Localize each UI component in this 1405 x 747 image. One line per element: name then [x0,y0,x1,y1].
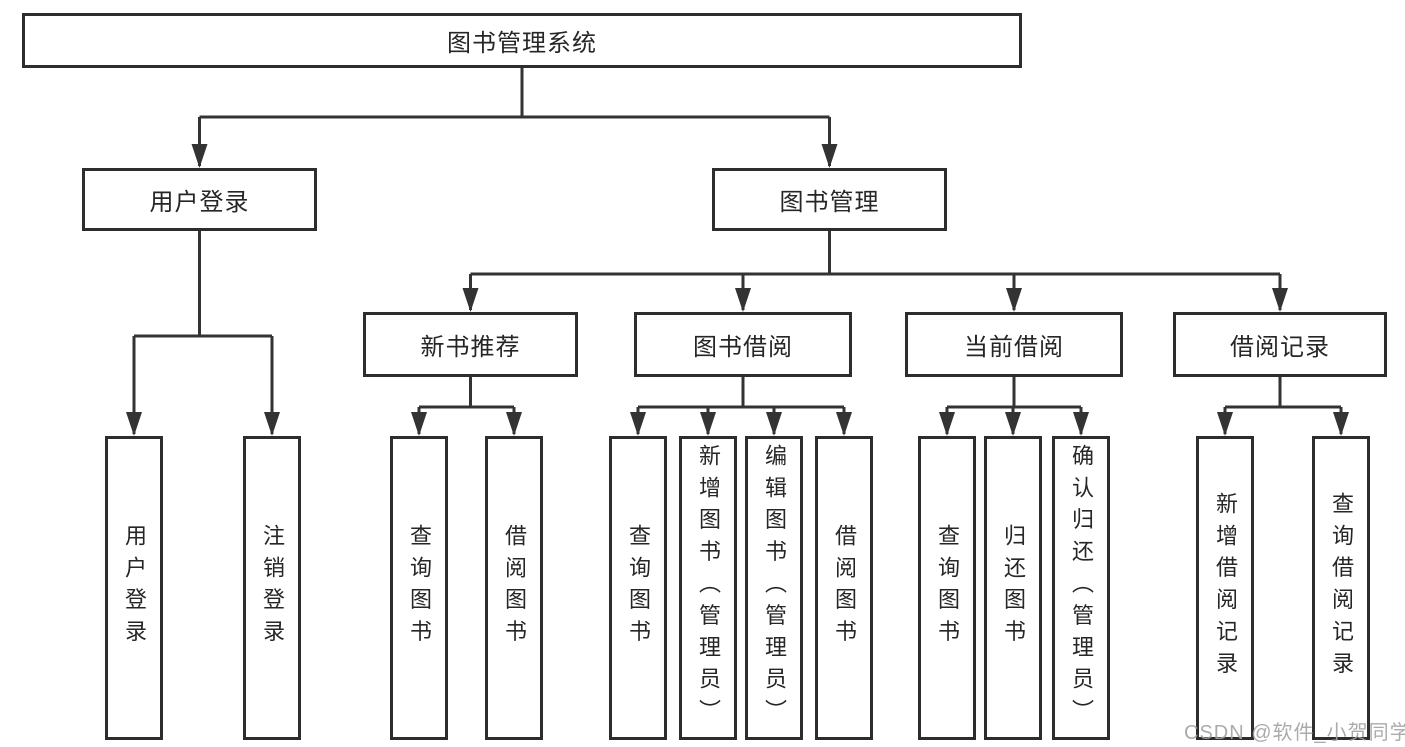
leaf-logout: 注销登录 [243,436,301,740]
leaf-label: 编辑图书（管理员） [762,444,787,732]
leaf-label: 借阅图书 [502,524,527,652]
arrowheads [126,144,1349,436]
leaf-query-book-borrow: 查询图书 [609,436,667,740]
leaf-label: 查询图书 [626,524,651,652]
leaf-query-borrow-record: 查询借阅记录 [1312,436,1370,740]
leaf-label: 确认归还（管理员） [1069,444,1094,732]
leaf-query-book-current: 查询图书 [918,436,976,740]
leaf-borrow-book-recommend: 借阅图书 [485,436,543,740]
leaf-label: 用户登录 [122,524,147,652]
leaf-label: 借阅图书 [832,524,857,652]
node-book-borrow: 图书借阅 [634,312,852,377]
leaf-edit-book-admin: 编辑图书（管理员） [745,436,803,740]
leaf-label: 查询图书 [407,524,432,652]
leaf-label: 查询图书 [935,524,960,652]
leaf-label: 查询借阅记录 [1329,492,1354,684]
leaf-label: 新增借阅记录 [1213,492,1238,684]
leaf-label: 注销登录 [260,524,285,652]
leaf-borrow-book: 借阅图书 [815,436,873,740]
node-borrow-records: 借阅记录 [1173,312,1387,377]
node-root-library-system: 图书管理系统 [22,13,1022,68]
node-new-book-recommend: 新书推荐 [363,312,578,377]
leaf-confirm-return-admin: 确认归还（管理员） [1052,436,1110,740]
leaf-add-borrow-record: 新增借阅记录 [1196,436,1254,740]
node-user-login: 用户登录 [82,168,317,231]
leaf-label: 归还图书 [1001,524,1026,652]
csdn-watermark: CSDN @软件_小贺同学 [1184,722,1405,744]
leaf-query-book-recommend: 查询图书 [390,436,448,740]
leaf-return-book: 归还图书 [984,436,1042,740]
leaf-add-book-admin: 新增图书（管理员） [679,436,737,740]
node-book-management: 图书管理 [712,168,947,231]
node-current-borrow: 当前借阅 [905,312,1123,377]
leaf-label: 新增图书（管理员） [696,444,721,732]
leaf-user-login: 用户登录 [105,436,163,740]
